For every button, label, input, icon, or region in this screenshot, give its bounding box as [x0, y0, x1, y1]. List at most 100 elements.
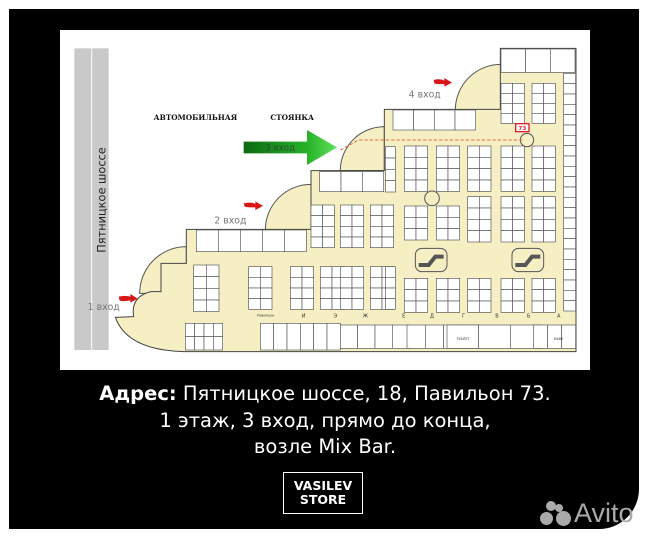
shop-block [563, 300, 576, 312]
shop-block [374, 324, 393, 349]
address-text: Пятницкое шоссе, 18, Павильон 73. [182, 382, 551, 405]
shop-block [563, 73, 576, 84]
fountain [424, 190, 440, 207]
shop-block [248, 276, 261, 289]
shop-block [563, 83, 576, 95]
shop-block [512, 289, 525, 302]
escalator-icon [515, 254, 541, 267]
shop-block [479, 157, 492, 169]
floor-plan-map: Пятницкое шоссе АВТОМОБИЛЬНАЯ СТОЯНКА 73… [60, 30, 590, 370]
shop-block [406, 324, 426, 349]
shop-block [310, 236, 323, 248]
shop-block [404, 157, 417, 169]
rotunda-2 [264, 183, 312, 231]
shop-block [310, 204, 323, 216]
shop-block [467, 157, 480, 169]
shop-block [351, 287, 364, 299]
shop-block [531, 179, 544, 192]
shop-block [561, 324, 576, 349]
shop-block [322, 236, 335, 248]
shop-block [467, 207, 480, 220]
shop-block [563, 176, 576, 188]
shop-block [320, 276, 333, 289]
shop-block [447, 168, 460, 181]
shop-block [531, 93, 544, 104]
shop-block [415, 278, 428, 290]
shop-block [385, 146, 396, 159]
shop-block [447, 145, 460, 158]
shop-block [415, 145, 428, 158]
address-line-1: Адрес: Пятницкое шоссе, 18, Павильон 73. [20, 381, 630, 407]
shop-block [404, 300, 417, 313]
shop-block [415, 168, 428, 181]
shop-block [563, 155, 576, 167]
shop-block [512, 83, 525, 94]
shop-block [381, 215, 394, 227]
corridor-letter: Е [402, 313, 405, 319]
shop-block [340, 171, 363, 192]
corridor-letter: Б [527, 313, 531, 319]
shop-block [479, 230, 492, 243]
shop-block [478, 324, 511, 349]
shop-block [531, 219, 544, 231]
shop-block [185, 336, 195, 351]
parking-label-1: АВТОМОБИЛЬНАЯ [154, 113, 238, 122]
shop-block [563, 114, 576, 126]
shop-block [260, 298, 273, 310]
shop-block [436, 278, 449, 290]
shop-block [531, 157, 544, 169]
shop-block [351, 236, 364, 248]
shop-block [563, 279, 576, 291]
shop-block [531, 196, 544, 209]
shop-block [404, 228, 417, 241]
shop-block [340, 236, 353, 248]
shop-block [467, 278, 480, 290]
shop-block [322, 204, 335, 216]
shop-block [313, 322, 328, 351]
shop-block [351, 226, 364, 238]
shop-block [436, 179, 449, 192]
shop-block [563, 228, 576, 239]
shop-block [385, 298, 396, 310]
shop-block [531, 278, 544, 290]
shop-block [260, 287, 273, 299]
shop-block [436, 168, 449, 181]
shop-block [260, 276, 273, 289]
entrance-3-label: 3 вход [265, 144, 295, 154]
shop-block [415, 300, 428, 313]
shop-block [500, 113, 513, 124]
entrance-4-label: 4 вход [409, 90, 441, 101]
shop-block [447, 300, 460, 313]
shop-block [260, 266, 273, 278]
shop-block [385, 266, 396, 278]
shop-block [543, 93, 556, 104]
shop-block [415, 205, 428, 218]
shop-block [512, 103, 525, 114]
shop-block [563, 269, 576, 281]
shop-block [370, 298, 383, 310]
shop-block [434, 109, 456, 131]
shop-block [447, 179, 460, 192]
shop-block [512, 113, 525, 124]
shop-block [500, 83, 513, 94]
parking-label-2: СТОЯНКА [270, 113, 314, 122]
corridor-letter: Э [334, 313, 338, 319]
entrance-2-label: 2 вход [214, 215, 246, 226]
shop-block [512, 207, 525, 220]
shop-block [262, 229, 285, 252]
shop-block [479, 196, 492, 209]
shop-block [212, 323, 223, 337]
shop-block [467, 300, 480, 313]
shop-block [301, 287, 314, 299]
shop-block [217, 229, 241, 252]
shop-block [563, 248, 576, 260]
shop-block [543, 145, 556, 158]
shop-block [385, 287, 396, 299]
shop-block [351, 266, 364, 278]
rotunda-4 [454, 63, 502, 111]
shop-block [351, 215, 364, 227]
shop-block [563, 135, 576, 146]
pavilion-small-label: Павильон [257, 314, 274, 318]
shop-block [512, 168, 525, 181]
shop-block [370, 266, 383, 278]
